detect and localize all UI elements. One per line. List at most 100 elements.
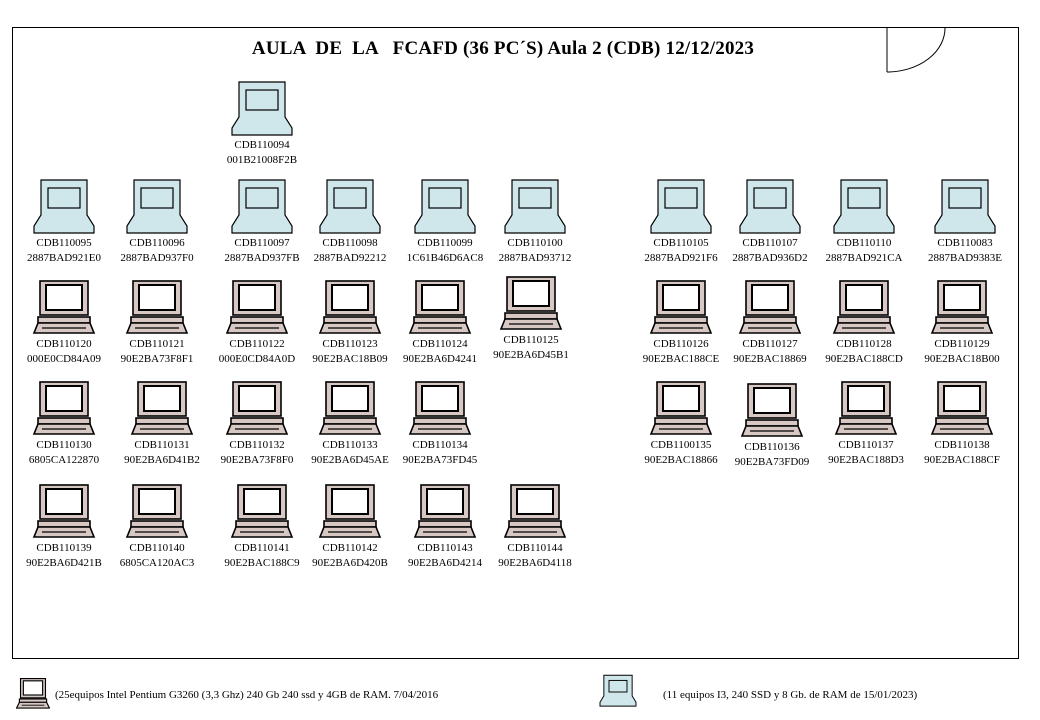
mac-address: 90E2BAC188CF bbox=[924, 454, 1000, 466]
computer-name: CDB110083 bbox=[937, 237, 993, 249]
computer-cdb110095: CDB110095 2887BAD921E0 bbox=[19, 178, 109, 266]
desktop-computer-icon bbox=[225, 381, 289, 435]
computer-cdb110143: CDB110143 90E2BA6D4214 bbox=[400, 483, 490, 571]
mac-address: 90E2BA73FD09 bbox=[734, 456, 810, 468]
desktop-computer-icon bbox=[32, 381, 96, 435]
computer-cdb110128: CDB110128 90E2BAC188CD bbox=[819, 279, 909, 367]
computer-name: CDB110127 bbox=[742, 338, 798, 350]
laptop-icon bbox=[231, 179, 293, 234]
mac-address: 90E2BAC18866 bbox=[644, 454, 718, 466]
computer-cdb110137: CDB110137 90E2BAC188D3 bbox=[821, 380, 911, 468]
computer-name: CDB110120 bbox=[36, 338, 92, 350]
desktop-computer-icon bbox=[125, 484, 189, 538]
desktop-computer-icon bbox=[130, 381, 194, 435]
computer-name: CDB110144 bbox=[507, 542, 563, 554]
computer-name: CDB110110 bbox=[836, 237, 892, 249]
desktop-computer-icon bbox=[32, 484, 96, 538]
mac-address: 90E2BAC18B09 bbox=[312, 353, 388, 365]
mac-address: 90E2BA6D45B1 bbox=[493, 349, 569, 361]
legend-new-pc-icon bbox=[599, 674, 637, 707]
computer-name: CDB110132 bbox=[229, 439, 285, 451]
desktop-computer-icon bbox=[649, 280, 713, 334]
computer-name: CDB110136 bbox=[744, 441, 800, 453]
mac-address: 2887BAD92212 bbox=[313, 252, 387, 264]
computer-name: CDB110140 bbox=[129, 542, 185, 554]
computer-cdb110110: CDB110110 2887BAD921CA bbox=[819, 178, 909, 266]
computer-name: CDB110095 bbox=[36, 237, 92, 249]
laptop-icon bbox=[833, 179, 895, 234]
desktop-computer-icon bbox=[930, 280, 994, 334]
mac-address: 90E2BA6D4214 bbox=[408, 557, 482, 569]
computer-cdb110098: CDB110098 2887BAD92212 bbox=[305, 178, 395, 266]
desktop-computer-icon bbox=[230, 484, 294, 538]
laptop-icon bbox=[934, 179, 996, 234]
computer-cdb110120: CDB110120 000E0CD84A09 bbox=[19, 279, 109, 367]
mac-address: 90E2BA73F8F0 bbox=[220, 454, 294, 466]
desktop-computer-icon bbox=[413, 484, 477, 538]
desktop-computer-icon bbox=[408, 280, 472, 334]
computer-name: CDB110121 bbox=[129, 338, 185, 350]
desktop-computer-icon bbox=[32, 280, 96, 334]
mac-address: 90E2BAC18B00 bbox=[924, 353, 1000, 365]
computer-name: CDB110130 bbox=[36, 439, 92, 451]
laptop-icon bbox=[739, 179, 801, 234]
computer-cdb110133: CDB110133 90E2BA6D45AE bbox=[305, 380, 395, 468]
computer-name: CDB110142 bbox=[322, 542, 378, 554]
laptop-icon bbox=[319, 179, 381, 234]
desktop-computer-icon bbox=[738, 280, 802, 334]
mac-address: 90E2BAC188CD bbox=[825, 353, 903, 365]
computer-name: CDB110137 bbox=[838, 439, 894, 451]
computer-cdb1100135: CDB1100135 90E2BAC18866 bbox=[636, 380, 726, 468]
desktop-computer-icon bbox=[318, 484, 382, 538]
mac-address: 90E2BA6D41B2 bbox=[124, 454, 200, 466]
computer-name: CDB110123 bbox=[322, 338, 378, 350]
computer-name: CDB110096 bbox=[129, 237, 185, 249]
laptop-icon bbox=[231, 81, 293, 136]
laptop-icon bbox=[414, 179, 476, 234]
computer-name: CDB110143 bbox=[417, 542, 473, 554]
computer-name: CDB110128 bbox=[836, 338, 892, 350]
desktop-computer-icon bbox=[408, 381, 472, 435]
mac-address: 2887BAD936D2 bbox=[732, 252, 808, 264]
desktop-computer-icon bbox=[318, 280, 382, 334]
mac-address: 90E2BAC188CE bbox=[642, 353, 720, 365]
mac-address: 90E2BA6D421B bbox=[26, 557, 102, 569]
mac-address: 90E2BA6D45AE bbox=[311, 454, 389, 466]
mac-address: 2887BAD937FB bbox=[224, 252, 300, 264]
desktop-computer-icon bbox=[832, 280, 896, 334]
computer-cdb110138: CDB110138 90E2BAC188CF bbox=[917, 380, 1007, 468]
mac-address: 90E2BAC188D3 bbox=[828, 454, 904, 466]
computer-name: CDB110097 bbox=[234, 237, 290, 249]
computer-name: CDB110098 bbox=[322, 237, 378, 249]
mac-address: 6805CA122870 bbox=[28, 454, 100, 466]
computer-name: CDB1100135 bbox=[650, 439, 712, 451]
computer-cdb110130: CDB110130 6805CA122870 bbox=[19, 380, 109, 468]
computer-name: CDB110094 bbox=[234, 139, 290, 151]
computer-name: CDB110133 bbox=[322, 439, 378, 451]
computer-name: CDB110105 bbox=[653, 237, 709, 249]
computer-name: CDB110141 bbox=[234, 542, 290, 554]
mac-address: 2887BAD921CA bbox=[825, 252, 903, 264]
computer-cdb110132: CDB110132 90E2BA73F8F0 bbox=[212, 380, 302, 468]
computer-name: CDB110138 bbox=[934, 439, 990, 451]
mac-address: 000E0CD84A09 bbox=[27, 353, 101, 365]
mac-address: 2887BAD921E0 bbox=[27, 252, 101, 264]
computer-name: CDB110124 bbox=[412, 338, 468, 350]
mac-address: 2887BAD93712 bbox=[498, 252, 572, 264]
